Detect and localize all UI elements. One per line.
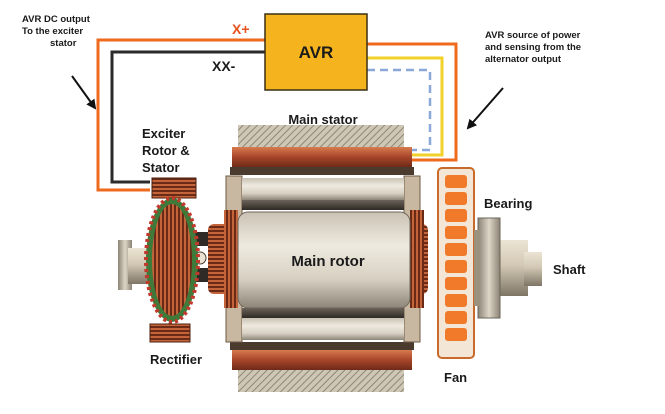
sensing-dashed-wire	[367, 68, 432, 152]
x-plus-label: X+	[232, 21, 250, 37]
x-plus-wire	[96, 38, 265, 192]
main-rotor-label: Main rotor	[291, 253, 364, 270]
xx-minus-label: XX-	[212, 58, 236, 74]
exciter-stator-top	[151, 177, 197, 199]
main-stator-label: Main stator	[288, 112, 357, 127]
left-annotation-arrow	[71, 75, 97, 110]
avr-label: AVR	[299, 43, 334, 62]
fan-blades	[445, 175, 467, 341]
main-stator	[230, 125, 414, 392]
bearing-label: Bearing	[484, 196, 532, 211]
xx-minus-wire	[110, 50, 265, 184]
exciter-line-3: Stator	[142, 160, 180, 175]
rotor-end-windings	[208, 210, 428, 308]
shaft-label: Shaft	[553, 262, 586, 277]
avr-power-wires	[367, 42, 458, 162]
avr-dc-output-line-1: AVR DC output	[22, 14, 91, 25]
bearing	[474, 217, 501, 319]
avr-source-line-1: AVR source of power	[485, 30, 581, 41]
main-rotor-core	[237, 211, 411, 309]
avr-source-line-3: alternator output	[485, 54, 562, 65]
exciter-line-1: Exciter	[142, 126, 185, 141]
exciter-label: Exciter Rotor & Stator	[142, 126, 190, 175]
right-annotation-arrow	[466, 87, 504, 130]
stator-windings	[225, 175, 421, 343]
avr-dc-output-line-3: stator	[50, 38, 77, 49]
avr-source-line-2: and sensing from the	[485, 42, 581, 53]
avr-dc-output-line-2: To the exciter	[22, 26, 83, 37]
fan	[437, 167, 475, 359]
rectifier-label: Rectifier	[150, 352, 202, 367]
avr-box	[264, 13, 368, 91]
exciter-line-2: Rotor &	[142, 143, 190, 158]
avr-source-label: AVR source of power and sensing from the…	[485, 30, 581, 65]
avr-dc-output-label: AVR DC output To the exciter stator	[22, 14, 91, 49]
fan-label: Fan	[444, 370, 467, 385]
exciter-rotor	[144, 196, 200, 324]
exciter-stator-bottom	[149, 323, 191, 343]
